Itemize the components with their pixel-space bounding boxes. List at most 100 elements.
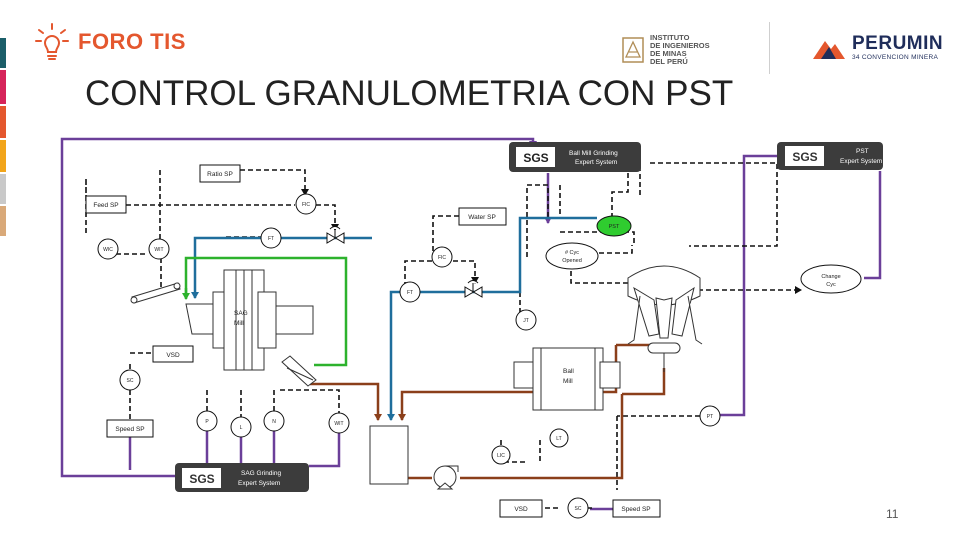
wic: WIC xyxy=(97,238,119,260)
svg-text:FT: FT xyxy=(268,236,274,242)
sc-bottom: SC xyxy=(567,497,589,519)
svg-text:LT: LT xyxy=(556,436,561,442)
sag-mill-label-1: SAG xyxy=(234,310,248,317)
pst-es-line2: Expert System xyxy=(840,158,882,165)
svg-text:LIC: LIC xyxy=(497,453,505,459)
sgs-logo-pst: SGS xyxy=(792,150,817,164)
signal-lines xyxy=(60,137,882,511)
svg-text:Feed SP: Feed SP xyxy=(93,202,118,209)
svg-text:VSD: VSD xyxy=(166,352,180,359)
svg-text:FIC: FIC xyxy=(302,202,310,208)
ball-mill xyxy=(513,347,621,411)
svg-text:FT: FT xyxy=(407,290,413,296)
ball-mill-label-2: Mill xyxy=(563,378,573,385)
svg-text:Speed SP: Speed SP xyxy=(621,506,650,513)
iimp-logo: INSTITUTO DE INGENIEROS DE MINAS DEL PER… xyxy=(622,34,710,66)
ball-mill-label-1: Ball xyxy=(563,368,574,375)
svg-text:L: L xyxy=(240,425,243,431)
accent-stripe-2 xyxy=(0,70,6,104)
slurry-pump xyxy=(433,465,459,490)
svg-text:P: P xyxy=(205,419,209,425)
sag-mill xyxy=(185,269,314,371)
pst-expert-system: SGS PST Expert System xyxy=(777,142,883,170)
page-number: 11 xyxy=(886,507,899,521)
jt: JT xyxy=(515,309,537,331)
svg-text:Change: Change xyxy=(821,274,840,280)
pt-bubble: PT xyxy=(699,405,721,427)
instrument-bubbles: FIC FT WIC WIT FIC FT PST # Cyc Opened C… xyxy=(97,193,862,519)
svg-text:WIT: WIT xyxy=(334,421,343,427)
svg-text:PST: PST xyxy=(609,224,620,230)
ball-mill-es-line2: Expert System xyxy=(575,159,617,166)
svg-text:PT: PT xyxy=(707,414,713,420)
lic-bubble: LIC xyxy=(491,445,511,465)
sag-mill-label-2: Mill xyxy=(234,320,244,327)
lt-bubble: LT xyxy=(549,428,569,448)
fic-top: FIC xyxy=(295,193,317,215)
feed-setpoint: Feed SP xyxy=(85,195,127,214)
svg-text:Speed SP: Speed SP xyxy=(115,426,144,433)
speed-setpoint-left: Speed SP xyxy=(106,419,154,438)
n-bubble: N xyxy=(263,410,285,432)
ball-mill-expert-system: SGS Ball Mill Grinding Expert System xyxy=(509,142,641,172)
svg-text:Opened: Opened xyxy=(562,258,582,264)
institute-line-1: INSTITUTO xyxy=(650,33,690,42)
pst-es-line1: PST xyxy=(856,148,869,155)
pst-bubble: PST xyxy=(596,215,632,237)
svg-text:JT: JT xyxy=(523,318,529,324)
water-lines xyxy=(191,216,597,421)
institute-line-4: DEL PERÚ xyxy=(650,57,688,66)
water-setpoint: Water SP xyxy=(458,207,507,226)
ratio-setpoint: Ratio SP xyxy=(199,164,241,183)
svg-text:Cyc: Cyc xyxy=(826,282,836,288)
cyclone-cluster xyxy=(627,265,703,372)
slide-title: CONTROL GRANULOMETRIA CON PST xyxy=(85,74,734,113)
p-bubble: P xyxy=(196,410,218,432)
fic-mid: FIC xyxy=(431,246,453,268)
ft-top: FT xyxy=(260,227,282,249)
sgs-logo-ball: SGS xyxy=(523,151,548,165)
sc-left: SC xyxy=(119,369,141,391)
accent-stripe-3 xyxy=(0,106,6,138)
ft-mid: FT xyxy=(399,281,421,303)
svg-text:SC: SC xyxy=(127,378,134,384)
sgs-logo-sag: SGS xyxy=(189,472,214,486)
svg-text:Water SP: Water SP xyxy=(468,214,496,221)
svg-text:Ratio SP: Ratio SP xyxy=(207,171,233,178)
cyc-opened: # Cyc Opened xyxy=(545,242,599,270)
perumin-logo: PERUMIN 34 CONVENCION MINERA xyxy=(812,34,943,61)
svg-text:VSD: VSD xyxy=(514,506,528,513)
svg-text:N: N xyxy=(272,419,276,425)
accent-stripe-4 xyxy=(0,140,6,172)
foro-tis-logo: FORO TIS xyxy=(34,22,186,62)
accent-stripe-5 xyxy=(0,174,6,204)
change-cyc: Change Cyc xyxy=(800,264,862,294)
vsd-left: VSD xyxy=(152,345,194,363)
accent-stripe-1 xyxy=(0,38,6,68)
svg-text:FIC: FIC xyxy=(438,255,446,261)
svg-text:SC: SC xyxy=(575,506,582,512)
svg-text:WIT: WIT xyxy=(154,247,163,253)
pump-sump xyxy=(369,425,409,485)
sag-es-line2: Expert System xyxy=(238,480,280,487)
control-lines xyxy=(85,161,802,509)
svg-text:WIC: WIC xyxy=(103,247,113,253)
lightbulb-icon xyxy=(35,23,69,60)
l-bubble: L xyxy=(230,416,252,438)
sag-es-line1: SAG Grinding xyxy=(241,470,281,477)
valve-top xyxy=(326,226,345,244)
valve-mid xyxy=(464,280,483,298)
vsd-bottom: VSD xyxy=(499,499,543,518)
brand-left-text: FORO TIS xyxy=(78,29,186,54)
brand-right-text: PERUMIN xyxy=(852,33,944,54)
wit-bottom: WIT xyxy=(328,412,350,434)
brand-right-subtitle: 34 CONVENCION MINERA xyxy=(852,54,939,61)
institute-line-3: DE MINAS xyxy=(650,49,687,58)
institute-line-2: DE INGENIEROS xyxy=(650,41,710,50)
accent-stripe-6 xyxy=(0,206,6,236)
header-divider xyxy=(769,22,770,74)
wit: WIT xyxy=(148,238,170,260)
svg-text:# Cyc: # Cyc xyxy=(565,250,579,256)
iimp-emblem-icon xyxy=(622,37,644,63)
